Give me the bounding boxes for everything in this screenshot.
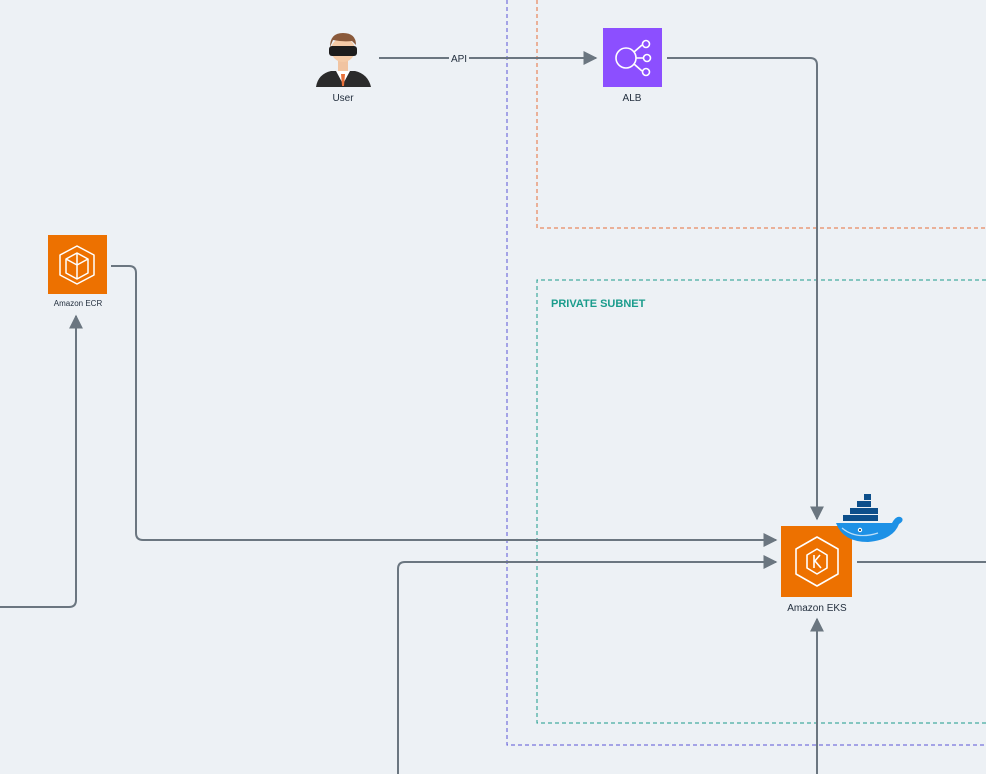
elastic-load-balancing-icon <box>615 39 652 77</box>
private-subnet-boundary <box>536 279 986 724</box>
private-subnet-label: PRIVATE SUBNET <box>551 298 646 310</box>
user-vr-avatar-icon <box>316 33 371 87</box>
user-node[interactable]: User <box>316 33 371 104</box>
api-edge-label: API <box>451 54 467 65</box>
connector-left-to-ecr <box>0 314 83 608</box>
connector-bottom-to-eks <box>397 555 778 774</box>
docker-whale-icon <box>836 494 903 542</box>
eks-node[interactable]: Amazon EKS <box>781 526 852 614</box>
api-label-bg <box>449 51 469 65</box>
eks-label: Amazon EKS <box>787 603 847 614</box>
alb-label: ALB <box>623 93 642 104</box>
vpc-boundary <box>506 0 986 746</box>
ecr-node[interactable]: Amazon ECR <box>48 235 107 308</box>
alb-node[interactable]: ALB <box>603 28 662 104</box>
connector-ecr-to-eks <box>111 265 778 547</box>
amazon-ecr-icon <box>59 245 95 285</box>
connector-alb-to-eks <box>667 57 824 521</box>
alb-icon-tile <box>603 28 662 87</box>
public-subnet-boundary <box>536 0 986 229</box>
user-label: User <box>332 93 354 104</box>
ecr-label: Amazon ECR <box>54 299 103 308</box>
amazon-eks-icon <box>795 536 839 587</box>
